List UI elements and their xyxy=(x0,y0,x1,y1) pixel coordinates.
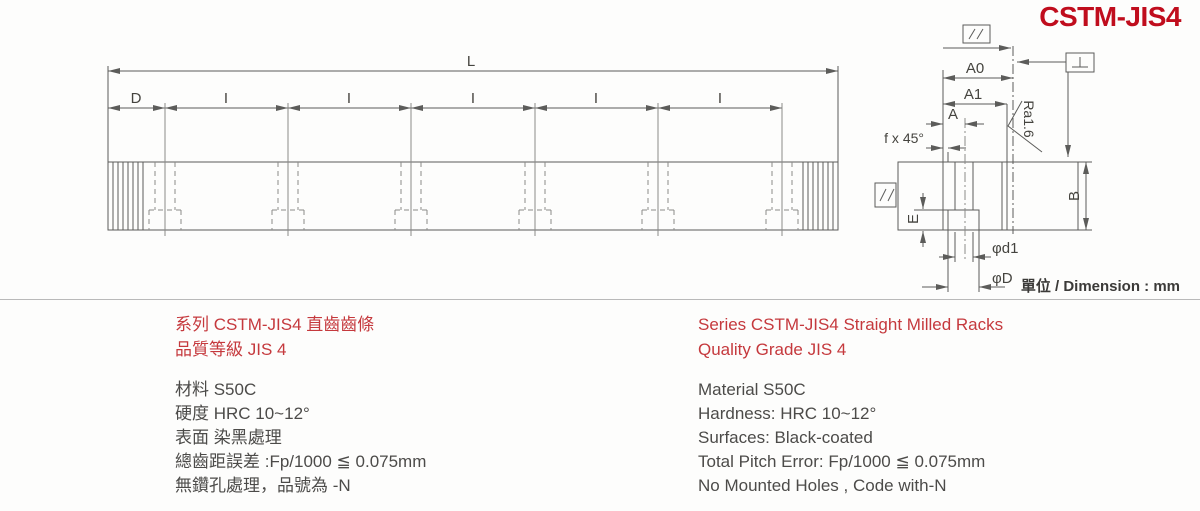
side-view: L D I I I I I xyxy=(107,53,839,237)
page-title: CSTM-JIS4 xyxy=(1039,1,1181,32)
technical-drawing: L D I I I I I xyxy=(107,24,1095,292)
dim-label-end-offset: D xyxy=(131,90,142,107)
spec-zh-header-line: 系列 CSTM-JIS4 直齒齒條 xyxy=(175,315,375,334)
dim-label-length: L xyxy=(467,53,475,70)
spec-zh-line: 總齒距誤差 :Fp/1000 ≦ 0.075mm xyxy=(175,452,427,471)
dim-label-interval: I xyxy=(718,90,722,107)
spec-en-line: Total Pitch Error: Fp/1000 ≦ 0.075mm xyxy=(698,452,986,471)
spec-zh-line: 無鑽孔處理，品號為 -N xyxy=(175,476,351,495)
dim-label-interval: I xyxy=(224,90,228,107)
surface-roughness-symbol: Ra1.6 xyxy=(1007,100,1043,153)
mounting-hole xyxy=(765,102,799,237)
dim-label-hole-dia: φd1 xyxy=(992,240,1018,257)
spec-en-header-line: Quality Grade JIS 4 xyxy=(698,340,847,359)
section-view: A0 A1 A f x 45° E B xyxy=(874,24,1095,292)
spec-en-line: Hardness: HRC 10~12° xyxy=(698,404,877,423)
perpendicularity-symbol xyxy=(1017,52,1095,157)
spec-zh-line: 表面 染黑處理 xyxy=(175,428,282,447)
dim-label-cbore-dia: φD xyxy=(992,270,1013,287)
dim-label-interval: I xyxy=(594,90,598,107)
spec-zh-line: 材料 S50C xyxy=(175,380,257,399)
mounting-hole xyxy=(271,102,305,237)
spec-en-line: No Mounted Holes , Code with-N xyxy=(698,476,947,495)
spec-en-line: Surfaces: Black-coated xyxy=(698,428,873,447)
right-end-hatch xyxy=(802,161,834,231)
rack-body xyxy=(107,161,839,231)
dim-label-a: A xyxy=(948,106,958,123)
parallelism-symbol-left xyxy=(874,182,897,208)
mounting-hole xyxy=(148,102,182,237)
hatch-area-right xyxy=(972,161,1003,231)
spec-block-zh: 系列 CSTM-JIS4 直齒齒條 品質等級 JIS 4 材料 S50C 硬度 … xyxy=(175,312,655,498)
spec-zh-line: 硬度 HRC 10~12° xyxy=(175,404,310,423)
roughness-label: Ra1.6 xyxy=(1021,100,1037,138)
dim-label-height: B xyxy=(1066,191,1083,201)
spec-zh-header-line: 品質等級 JIS 4 xyxy=(175,340,287,359)
hatch-area-left xyxy=(942,161,956,231)
dim-label-a0: A0 xyxy=(966,60,984,77)
left-end-hatch xyxy=(112,161,144,231)
spec-zh-header: 系列 CSTM-JIS4 直齒齒條 品質等級 JIS 4 xyxy=(175,312,655,362)
section-body xyxy=(897,161,1079,231)
dim-label-cbore-depth: E xyxy=(905,214,922,224)
mounting-hole xyxy=(518,102,552,237)
mounting-hole xyxy=(641,102,675,237)
unit-note: 單位 / Dimension : mm xyxy=(1020,278,1180,295)
mounting-hole xyxy=(394,102,428,237)
dim-label-a1: A1 xyxy=(964,86,982,103)
spec-en-header-line: Series CSTM-JIS4 Straight Milled Racks xyxy=(698,315,1004,334)
separator-line xyxy=(0,299,1200,300)
dim-label-chamfer: f x 45° xyxy=(884,130,924,146)
spec-en-line: Material S50C xyxy=(698,380,806,399)
dim-label-interval: I xyxy=(471,90,475,107)
dim-label-interval: I xyxy=(347,90,351,107)
spec-en-header: Series CSTM-JIS4 Straight Milled Racks Q… xyxy=(698,312,1178,362)
spec-zh-body: 材料 S50C 硬度 HRC 10~12° 表面 染黑處理 總齒距誤差 :Fp/… xyxy=(175,378,655,498)
spec-block-en: Series CSTM-JIS4 Straight Milled Racks Q… xyxy=(698,312,1178,498)
spec-en-body: Material S50C Hardness: HRC 10~12° Surfa… xyxy=(698,378,1178,498)
parallelism-symbol-top xyxy=(943,24,1011,51)
